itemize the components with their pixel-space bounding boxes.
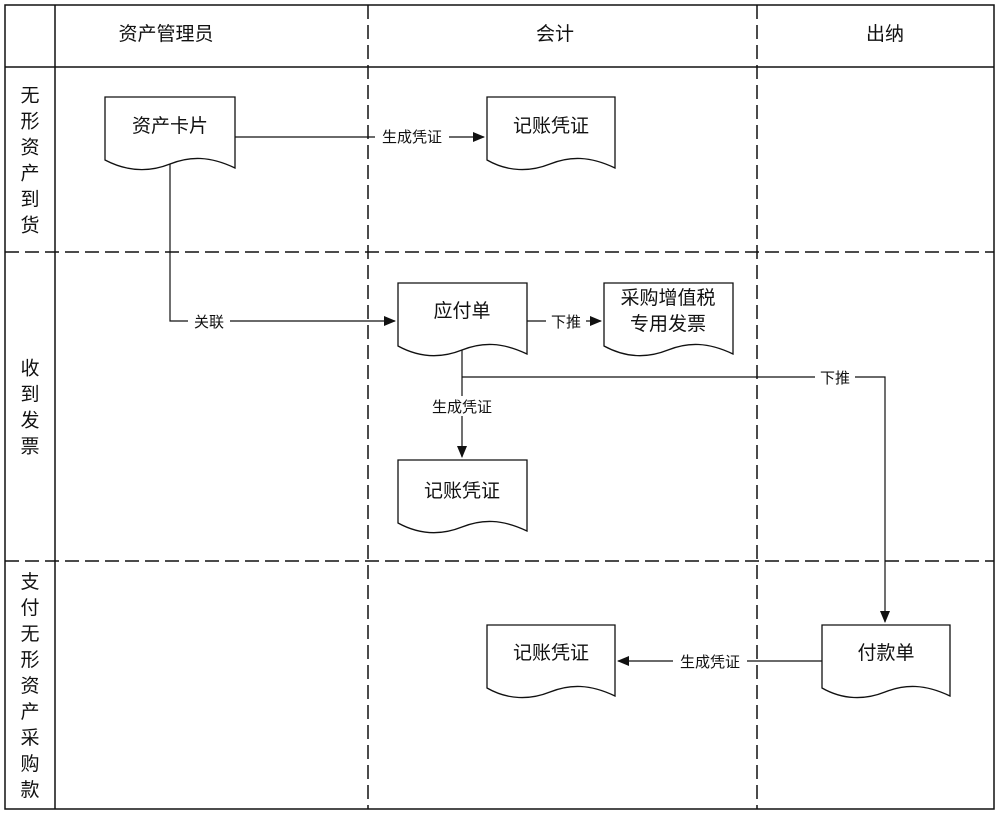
edge-payable-to-payment bbox=[462, 376, 890, 623]
document-shape bbox=[397, 282, 528, 357]
outer-frame bbox=[4, 4, 995, 810]
document-voucher-payment[interactable]: 记账凭证 bbox=[486, 624, 616, 699]
edge-label-bg bbox=[673, 651, 747, 671]
edge-label-payable-to-payment: 下推 bbox=[820, 369, 850, 387]
document-shape bbox=[486, 96, 616, 171]
phase-label-char: 采 bbox=[20, 727, 39, 749]
document-label: 付款单 bbox=[857, 642, 914, 664]
edge-label-card-to-payable: 关联 bbox=[194, 313, 224, 331]
edge-label-bg bbox=[375, 126, 449, 146]
edge-label-bg bbox=[815, 367, 855, 387]
phase-label-char: 形 bbox=[20, 111, 39, 133]
document-label-line-1: 采购增值税 bbox=[620, 287, 715, 309]
document-shape bbox=[397, 459, 528, 534]
document-payment-order[interactable]: 付款单 bbox=[821, 624, 951, 699]
edge-label-card-to-voucher: 生成凭证 bbox=[382, 128, 442, 146]
phase-label-char: 货 bbox=[20, 215, 39, 237]
phase-label-char: 到 bbox=[20, 384, 39, 406]
phase-label-char: 产 bbox=[20, 701, 39, 723]
document-shape bbox=[104, 96, 236, 171]
column-header-cashier: 出纳 bbox=[866, 23, 904, 45]
edge-label-payment-to-voucher: 生成凭证 bbox=[680, 653, 740, 671]
phase-label-char: 款 bbox=[20, 779, 39, 801]
edge-label-bg bbox=[425, 396, 499, 416]
phase-label-char: 资 bbox=[20, 137, 39, 159]
document-label: 应付单 bbox=[433, 300, 490, 322]
phase-label-char: 形 bbox=[20, 649, 39, 671]
document-voucher-arrival[interactable]: 记账凭证 bbox=[486, 96, 616, 171]
phase-label-char: 付 bbox=[20, 597, 39, 619]
document-shape bbox=[821, 624, 951, 699]
document-label: 记账凭证 bbox=[513, 642, 589, 664]
document-vat-invoice[interactable]: 采购增值税 专用发票 bbox=[603, 282, 734, 357]
phase-label-char: 资 bbox=[20, 675, 39, 697]
edge-label-bg bbox=[546, 311, 586, 331]
edge-label-bg bbox=[188, 311, 230, 331]
phase-label-char: 购 bbox=[20, 753, 39, 775]
phase-label-char: 收 bbox=[20, 358, 39, 380]
document-label: 资产卡片 bbox=[132, 115, 208, 137]
phase-label-char: 无 bbox=[20, 85, 39, 107]
phase-label-char: 发 bbox=[20, 410, 39, 432]
phase-label-char: 产 bbox=[20, 163, 39, 185]
document-voucher-invoice[interactable]: 记账凭证 bbox=[397, 459, 528, 534]
document-shape bbox=[603, 282, 734, 357]
document-label: 记账凭证 bbox=[513, 115, 589, 137]
document-payable[interactable]: 应付单 bbox=[397, 282, 528, 357]
phase-label-char: 无 bbox=[20, 623, 39, 645]
edge-label-payable-to-invoice: 下推 bbox=[551, 313, 581, 331]
document-label: 记账凭证 bbox=[424, 480, 500, 502]
document-shape bbox=[486, 624, 616, 699]
document-label-line-2: 专用发票 bbox=[630, 313, 706, 335]
phase-label-char: 票 bbox=[20, 436, 39, 458]
document-asset-card[interactable]: 资产卡片 bbox=[104, 96, 236, 171]
edge-card-to-payable bbox=[169, 164, 396, 326]
phase-label-char: 支 bbox=[20, 571, 39, 593]
phase-label-char: 到 bbox=[20, 189, 39, 211]
column-header-asset-admin: 资产管理员 bbox=[118, 23, 213, 45]
edge-label-payable-to-voucher: 生成凭证 bbox=[432, 398, 492, 416]
column-header-accountant: 会计 bbox=[536, 23, 574, 45]
